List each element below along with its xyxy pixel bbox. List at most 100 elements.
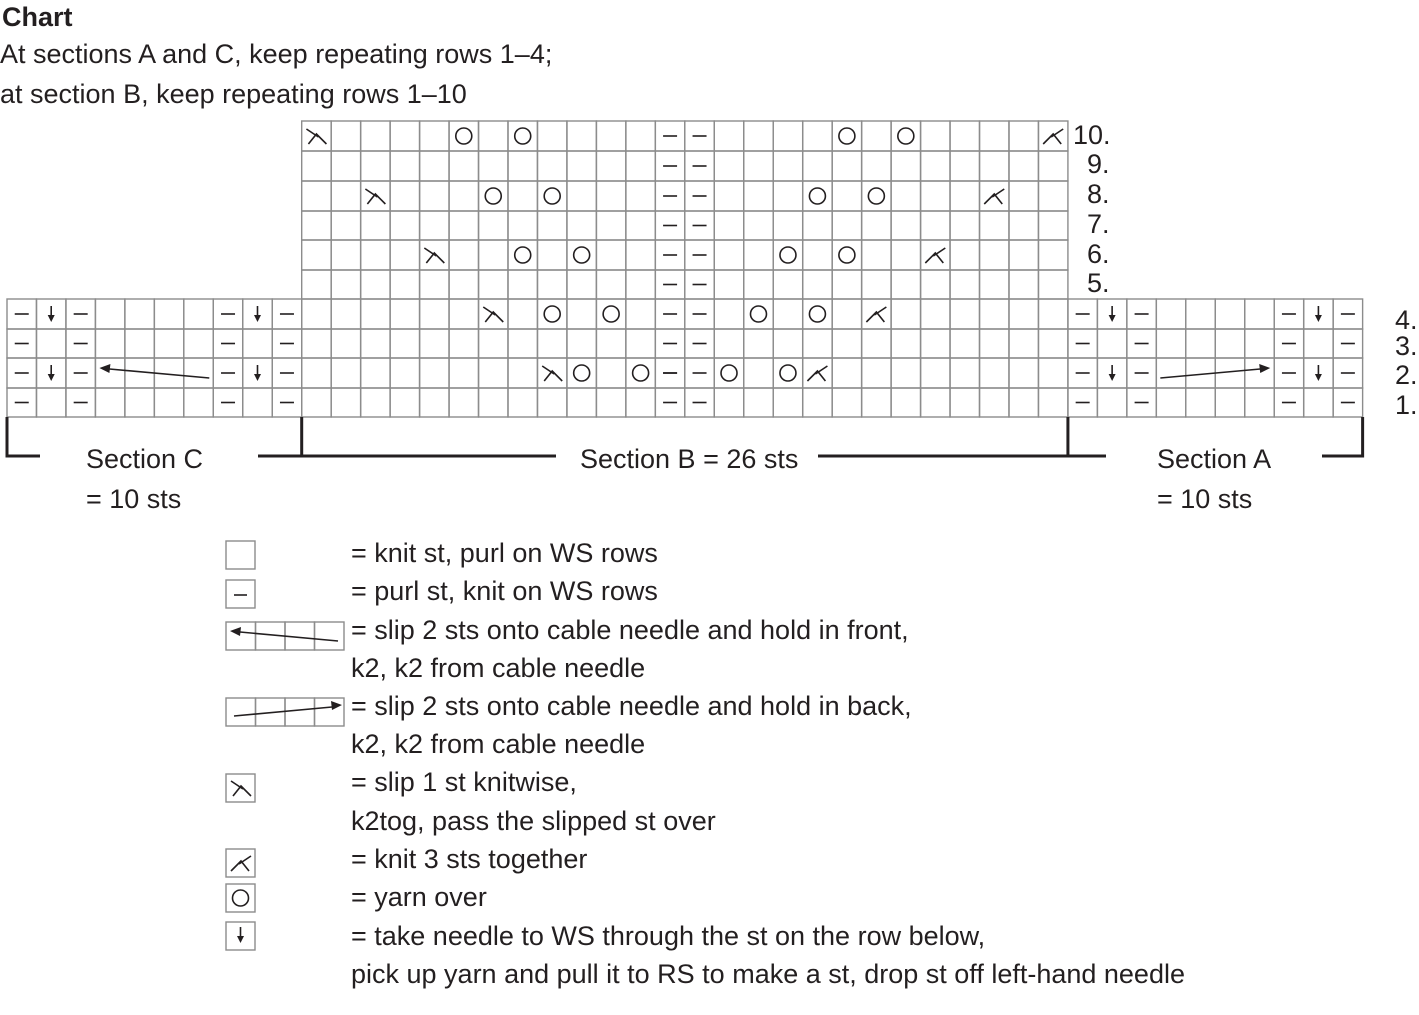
legend-cable-front-cell	[225, 621, 257, 651]
chart-cell	[949, 180, 981, 212]
chart-cell	[772, 269, 804, 300]
cable-front-line	[109, 368, 210, 379]
chart-cell	[595, 298, 627, 330]
chart-cell	[978, 120, 1010, 152]
legend-drop-text-2: pick up yarn and pull it to RS to make a…	[351, 959, 1185, 989]
k3tog-symbol	[865, 306, 887, 323]
chart-cell	[743, 269, 774, 300]
chart-cell	[831, 357, 863, 389]
chart-cell	[507, 298, 539, 330]
legend-drop-symbol	[225, 921, 256, 951]
chart-cell	[183, 387, 214, 418]
chart-cell	[831, 150, 863, 182]
chart-cell	[949, 210, 981, 241]
chart-cell	[1214, 328, 1246, 359]
chart-cell	[713, 150, 745, 182]
chart-cell	[595, 239, 627, 271]
chart-cell	[1037, 180, 1069, 212]
chart-cell	[389, 150, 421, 182]
chart-cell	[536, 328, 568, 359]
drop-stitch-arrowhead	[47, 374, 55, 381]
chart-cell	[301, 150, 332, 182]
chart-cell	[124, 298, 156, 330]
chart-cell	[1008, 150, 1040, 182]
legend-sk2p-text-2: k2tog, pass the slipped st over	[351, 806, 716, 836]
chart-cell	[890, 150, 922, 182]
legend-k3tog-symbol	[225, 848, 256, 878]
chart-cell	[330, 120, 362, 152]
chart-cell	[1155, 328, 1187, 359]
legend-cable-back-line	[233, 706, 333, 717]
chart-cell	[418, 180, 450, 212]
cable-front-arrowhead	[99, 364, 111, 373]
yarn-over-symbol	[808, 187, 827, 205]
chart-cell	[1155, 357, 1187, 389]
chart-cell	[743, 387, 774, 418]
chart-cell	[801, 298, 833, 330]
chart-cell	[801, 150, 833, 182]
cable-back-arrowhead	[1259, 364, 1271, 373]
chart-cell	[418, 328, 450, 359]
chart-cell	[743, 357, 774, 389]
chart-cell	[801, 269, 833, 300]
yarn-over-symbol	[572, 364, 591, 382]
chart-cell	[919, 269, 951, 300]
legend-purl-text: = purl st, knit on WS rows	[351, 576, 658, 606]
chart-cell	[713, 269, 745, 300]
chart-cell	[595, 210, 627, 241]
chart-cell	[949, 387, 981, 418]
legend-yo-mark	[231, 889, 250, 907]
chart-cell	[330, 387, 362, 418]
chart-cell	[477, 150, 509, 182]
chart-cell	[330, 150, 362, 182]
chart-cell	[1037, 120, 1069, 152]
intro-line-1: At sections A and C, keep repeating rows…	[0, 39, 553, 69]
chart-cell	[301, 269, 332, 300]
chart-cell	[1302, 328, 1334, 359]
chart-cell	[1185, 387, 1216, 418]
yarn-over-symbol	[513, 246, 532, 264]
chart-cell	[713, 298, 745, 330]
chart-cell	[242, 328, 273, 359]
chart-cell	[330, 239, 362, 271]
chart-cell	[949, 298, 981, 330]
chart-cell	[536, 387, 568, 418]
chart-cell	[536, 210, 568, 241]
chart-cell	[507, 328, 539, 359]
chart-cell	[536, 298, 568, 330]
legend-cable-back-cell	[225, 697, 257, 727]
chart-cell	[919, 120, 951, 152]
legend-purl-symbol	[225, 579, 256, 609]
legend-cable-front-text-2: k2, k2 from cable needle	[351, 653, 646, 683]
chart-cell	[418, 357, 450, 389]
chart-cell	[890, 180, 922, 212]
chart-cell	[330, 357, 362, 389]
chart-cell	[772, 387, 804, 418]
chart-cell	[860, 328, 892, 359]
chart-cell	[1037, 387, 1069, 418]
chart-cell	[1332, 298, 1364, 330]
chart-cell	[831, 298, 863, 330]
k3tog-symbol	[1042, 128, 1064, 145]
chart-cell	[389, 239, 421, 271]
chart-cell	[1185, 298, 1216, 330]
chart-cell	[743, 328, 774, 359]
chart-cell	[978, 150, 1010, 182]
chart-cell	[301, 357, 332, 389]
chart-cell	[713, 357, 745, 389]
chart-cell	[94, 357, 126, 389]
drop-stitch-arrowhead	[1108, 374, 1116, 381]
chart-cell	[801, 387, 833, 418]
sk2p-symbol	[305, 128, 328, 145]
drop-stitch-arrowhead	[1108, 315, 1116, 322]
chart-cell	[418, 387, 450, 418]
chart-cell	[949, 239, 981, 271]
row-label-6: 6.	[1087, 239, 1110, 269]
chart-cell	[860, 239, 892, 271]
chart-cell	[477, 328, 509, 359]
chart-cell	[94, 298, 126, 330]
chart-cell	[359, 120, 391, 152]
chart-cell	[1008, 387, 1040, 418]
chart-cell	[1244, 328, 1275, 359]
